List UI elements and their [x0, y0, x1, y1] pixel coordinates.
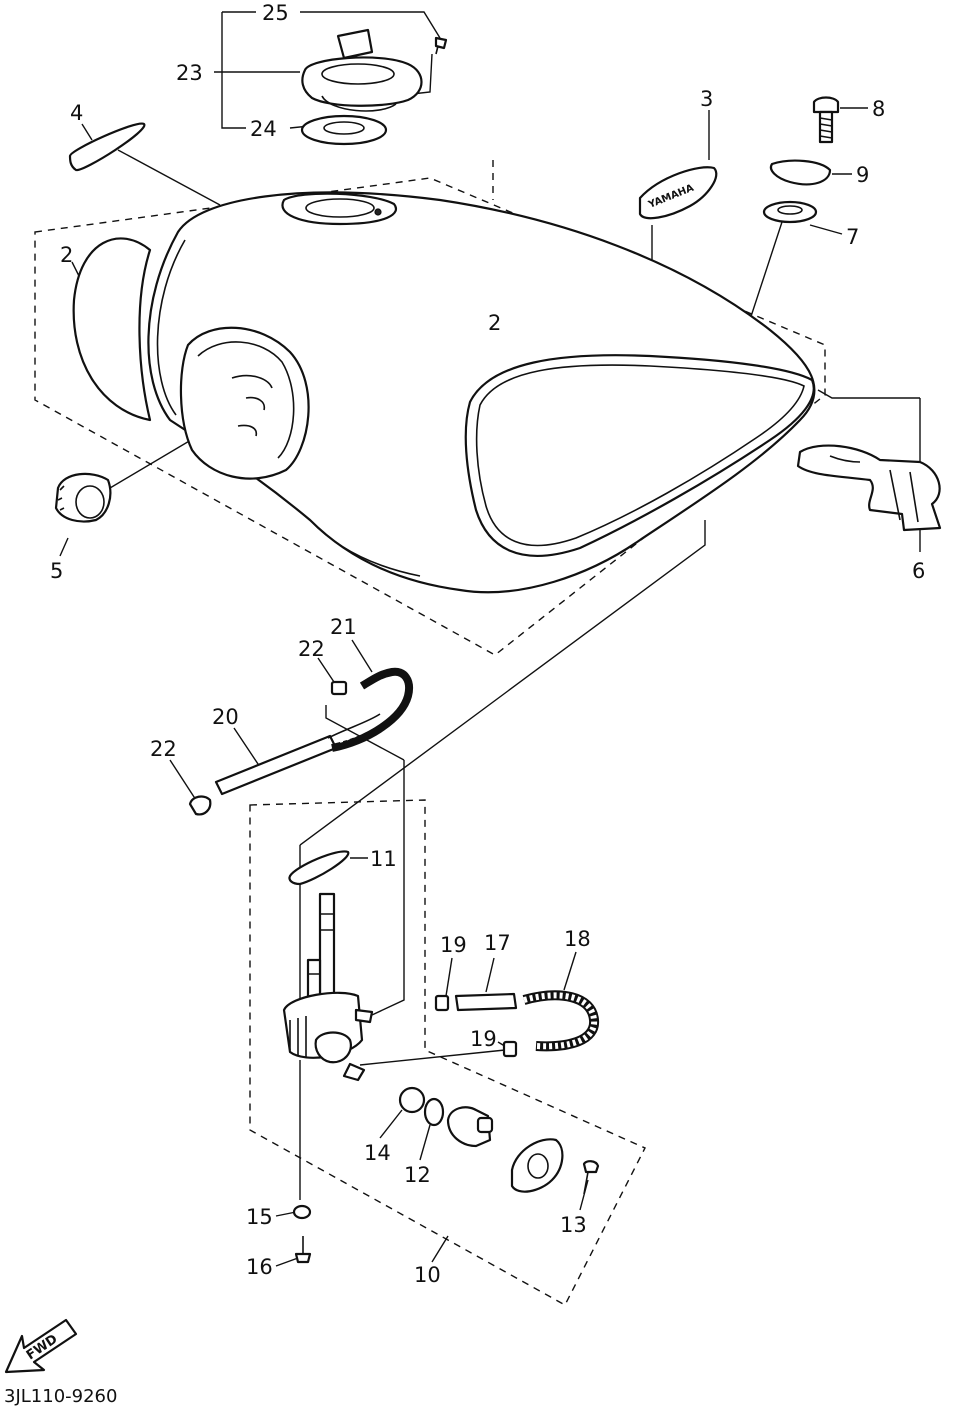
damper-7	[762, 200, 818, 224]
gasket-24	[300, 114, 388, 146]
callout-22-upper: 22	[298, 637, 325, 661]
packing-14	[398, 1086, 426, 1114]
fuel-cock-10	[282, 892, 374, 1082]
tank-assembly-outline	[34, 160, 826, 656]
hose-18	[522, 990, 600, 1052]
callout-11: 11	[370, 847, 397, 871]
callout-19-upper: 19	[440, 933, 467, 957]
washer-9	[769, 159, 832, 186]
callout-25: 25	[262, 1, 289, 25]
clip-22-upper	[330, 680, 348, 696]
clip-19-upper	[434, 994, 450, 1012]
callout-3: 3	[700, 87, 713, 111]
cap-5	[54, 472, 112, 523]
seal-4	[68, 122, 146, 172]
callout-18: 18	[564, 927, 591, 951]
o-ring-11	[288, 850, 350, 886]
emblem-3: YAMAHA	[638, 166, 718, 220]
o-ring-12	[423, 1097, 445, 1127]
bracket-6	[796, 444, 942, 532]
fuel-cock-assembly-outline	[249, 799, 646, 1306]
callout-20: 20	[212, 705, 239, 729]
screw-13	[582, 1160, 600, 1195]
fwd-arrow-icon: FWD	[4, 1318, 78, 1374]
callout-2-left: 2	[60, 243, 73, 267]
callout-labels: 25 23 24 4 2 3 8 9 7 2 6 5 21 22 20 22 1…	[50, 1, 925, 1287]
callout-13: 13	[560, 1213, 587, 1237]
leader-lines	[59, 11, 921, 1267]
hose-17	[454, 992, 518, 1012]
callout-7: 7	[846, 225, 859, 249]
callout-19-lower: 19	[470, 1027, 497, 1051]
fuel-cap-23	[301, 28, 423, 112]
hose-20	[214, 713, 381, 796]
callout-2-right: 2	[488, 311, 501, 335]
callout-10: 10	[414, 1263, 441, 1287]
callout-9: 9	[856, 163, 869, 187]
callout-21: 21	[330, 615, 357, 639]
clip-19-lower	[502, 1040, 518, 1058]
callout-17: 17	[484, 931, 511, 955]
callout-23: 23	[176, 61, 203, 85]
callout-22-lower: 22	[150, 737, 177, 761]
screw-16	[294, 1236, 312, 1264]
callout-4: 4	[70, 101, 83, 125]
lever	[446, 1106, 494, 1148]
diagram-code: 3JL110-9260	[4, 1386, 117, 1407]
callout-15: 15	[246, 1205, 273, 1229]
screw-25	[434, 36, 448, 55]
callout-8: 8	[872, 97, 885, 121]
hose-21	[331, 667, 413, 752]
bolt-8	[812, 96, 840, 144]
washer-15	[292, 1204, 312, 1220]
callout-12: 12	[404, 1163, 431, 1187]
callout-16: 16	[246, 1255, 273, 1279]
clip-22-lower	[188, 795, 212, 816]
callout-24: 24	[250, 117, 277, 141]
fuel-tank	[72, 191, 816, 594]
plate	[510, 1138, 564, 1193]
callout-5: 5	[50, 559, 63, 583]
callout-14: 14	[364, 1141, 391, 1165]
callout-6: 6	[912, 559, 925, 583]
